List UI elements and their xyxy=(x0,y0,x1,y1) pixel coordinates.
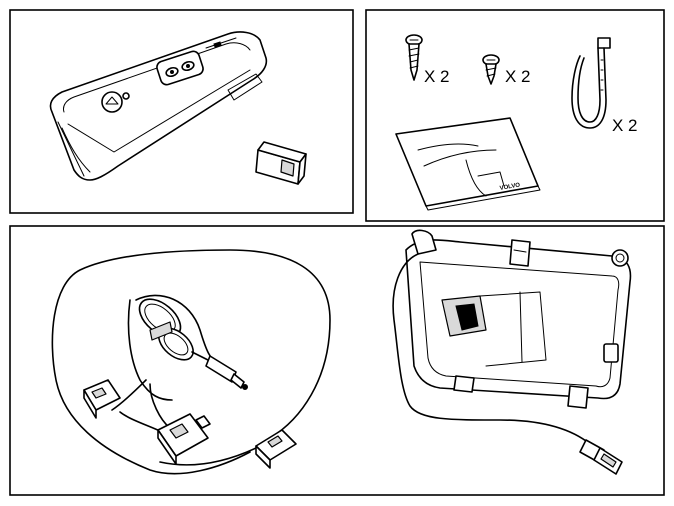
panel-frame-harness xyxy=(9,225,665,496)
panel-frame-hardware xyxy=(365,9,665,222)
remote-control xyxy=(49,31,268,181)
mounting-bracket xyxy=(392,229,632,445)
bracket-cable-connector xyxy=(579,439,623,475)
long-screw xyxy=(405,34,423,81)
cable-tie-quantity: X 2 xyxy=(612,116,638,135)
short-screw-quantity: X 2 xyxy=(505,67,531,86)
panel-frame-remote xyxy=(9,9,354,214)
cable-tie xyxy=(571,37,611,129)
remote-logo xyxy=(101,91,123,113)
long-screw-quantity: X 2 xyxy=(424,67,450,86)
manual: VOLVO xyxy=(395,117,541,211)
manual-brand-text: VOLVO xyxy=(499,182,521,192)
connector-b xyxy=(157,413,211,465)
short-screw xyxy=(482,54,500,85)
connector-c xyxy=(255,429,297,469)
wiring-harness xyxy=(51,249,331,475)
usb-key-fob xyxy=(255,141,307,185)
connector-a xyxy=(83,379,121,419)
